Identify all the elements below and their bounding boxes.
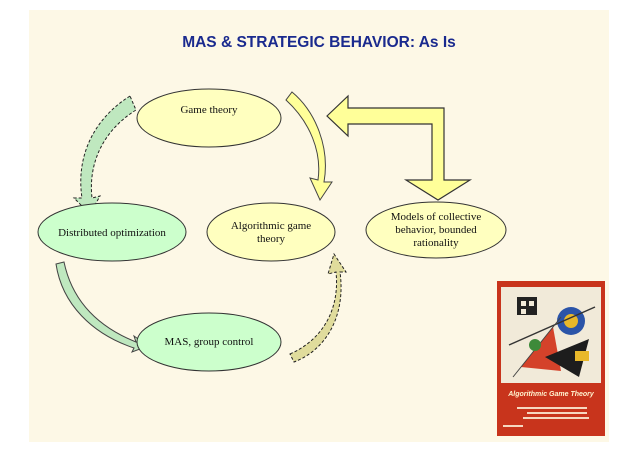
book-publisher-line [503,425,523,427]
book-cover-image: Algorithmic Game Theory [497,281,605,436]
book-subtitle-line [523,417,589,419]
book-subtitle-line [527,412,587,414]
node-label-mas-group-control: MAS, group control [164,335,254,348]
node-label-distributed-optimization: Distributed optimization [58,226,166,239]
node-mas-group-control [136,312,282,372]
kandinsky-artwork-icon [501,287,601,383]
node-algorithmic-game-theory [206,202,336,262]
node-models-collective [365,201,507,259]
book-subtitle-line [517,407,587,409]
arrow-game-to-algorithmic [285,91,333,202]
node-distributed-optimization [37,202,187,262]
arrow-game-to-distributed [72,95,137,215]
slide-title: MAS & STRATEGIC BEHAVIOR: As Is [182,34,456,51]
book-title: Algorithmic Game Theory [508,391,594,398]
arrow-distributed-to-mas [55,261,150,353]
node-label-game-theory: Game theory [180,103,238,116]
node-label-algorithmic-game-theory: Algorithmic game theory [230,220,312,245]
node-game-theory [136,88,282,148]
arrow-mas-to-algorithmic [289,252,347,363]
arrow-game-models-link [326,94,473,201]
book-cover-art [501,287,601,383]
node-label-models-collective: Models of collective behavior, bounded r… [390,210,482,249]
